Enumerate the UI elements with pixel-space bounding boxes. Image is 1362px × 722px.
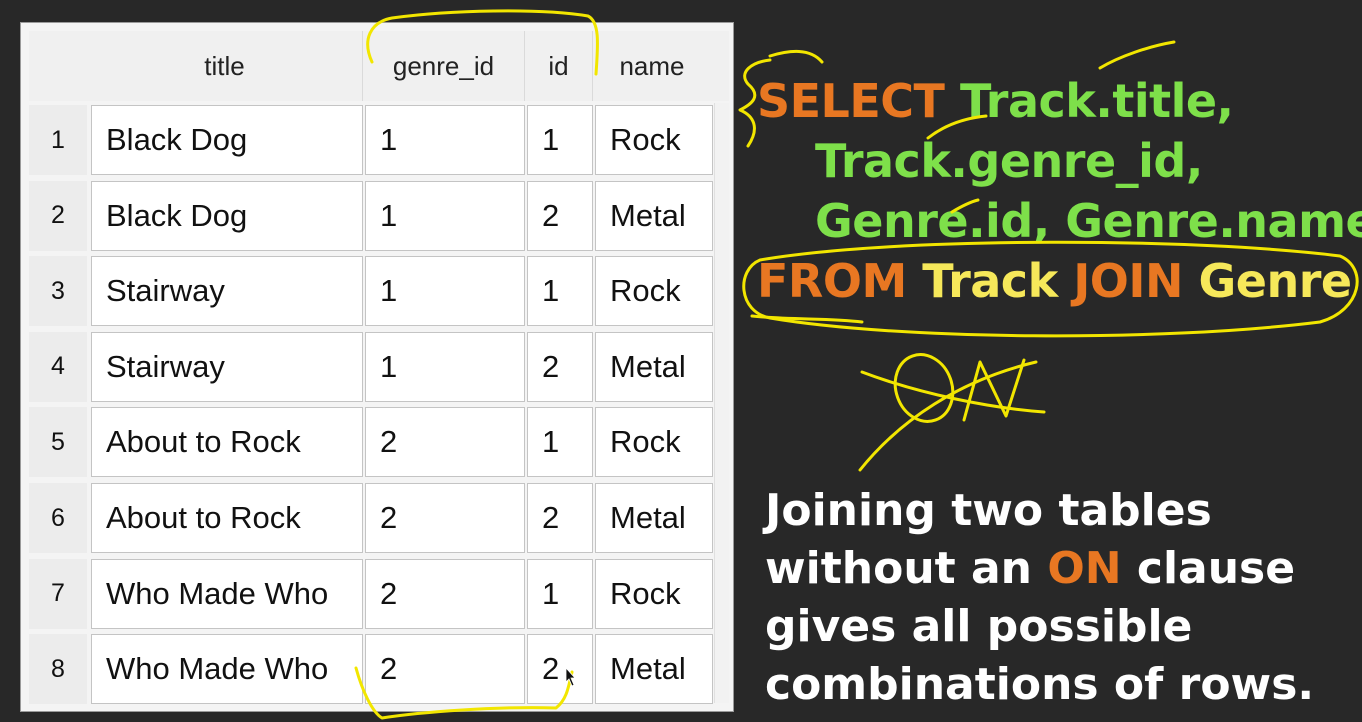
column-header-title[interactable]: title xyxy=(87,31,363,101)
cell-name[interactable]: Metal xyxy=(595,180,713,251)
sql-field-genre-id-name: Genre.id, Genre.name xyxy=(815,194,1362,248)
cell-title[interactable]: Stairway xyxy=(91,256,363,327)
column-header-genre-id[interactable]: genre_id xyxy=(363,31,525,101)
row-number: 8 xyxy=(29,634,87,705)
cell-genre-id[interactable]: 1 xyxy=(365,256,525,327)
cell-genre-id[interactable]: 2 xyxy=(365,634,525,705)
row-number: 3 xyxy=(29,256,87,327)
cell-genre-id[interactable]: 2 xyxy=(365,558,525,629)
sql-select-line: SELECT Track.title, xyxy=(757,74,1234,128)
sql-field-track-title: Track.title, xyxy=(959,74,1234,128)
cell-id[interactable]: 2 xyxy=(527,634,593,705)
cell-name[interactable]: Metal xyxy=(595,331,713,402)
cell-id[interactable]: 1 xyxy=(527,407,593,478)
cell-genre-id[interactable]: 2 xyxy=(365,407,525,478)
sql-keyword-from: FROM xyxy=(757,254,907,308)
cell-genre-id[interactable]: 1 xyxy=(365,331,525,402)
cell-genre-id[interactable]: 2 xyxy=(365,483,525,553)
cell-name[interactable]: Rock xyxy=(595,407,713,478)
row-number: 5 xyxy=(29,407,87,478)
sql-field-track-genre-id: Track.genre_id, xyxy=(815,134,1203,188)
cell-id[interactable]: 1 xyxy=(527,105,593,175)
annotation-crossed-on xyxy=(858,353,1046,472)
row-number: 7 xyxy=(29,558,87,629)
cell-name[interactable]: Rock xyxy=(595,256,713,327)
row-number-header xyxy=(29,31,87,101)
cell-title[interactable]: Black Dog xyxy=(91,180,363,251)
cell-genre-id[interactable]: 1 xyxy=(365,105,525,175)
explanation-part2: clause gives all possible combinations o… xyxy=(765,543,1315,710)
sql-from-line: FROM Track JOIN Genre xyxy=(757,254,1352,308)
cell-title[interactable]: Black Dog xyxy=(91,105,363,175)
sql-keyword-select: SELECT xyxy=(757,74,945,128)
cell-title[interactable]: About to Rock xyxy=(91,407,363,478)
row-number: 2 xyxy=(29,180,87,251)
explanation-part1: Joining two tables without an xyxy=(765,485,1212,594)
cell-title[interactable]: Who Made Who xyxy=(91,558,363,629)
cell-id[interactable]: 2 xyxy=(527,180,593,251)
explanation-on-keyword: ON xyxy=(1047,543,1122,594)
row-number: 6 xyxy=(29,483,87,553)
cell-id[interactable]: 1 xyxy=(527,256,593,327)
explanation-text: Joining two tables without an ON clause … xyxy=(765,482,1355,714)
cell-id[interactable]: 1 xyxy=(527,558,593,629)
cell-genre-id[interactable]: 1 xyxy=(365,180,525,251)
sql-keyword-join: JOIN xyxy=(1073,254,1184,308)
cell-name[interactable]: Rock xyxy=(595,105,713,175)
sql-table-track: Track xyxy=(922,254,1058,308)
sql-table-genre: Genre xyxy=(1198,254,1353,308)
cell-name[interactable]: Metal xyxy=(595,483,713,553)
cell-id[interactable]: 2 xyxy=(527,483,593,553)
table-header-row: title genre_id id name xyxy=(29,31,729,101)
cell-title[interactable]: Who Made Who xyxy=(91,634,363,705)
cell-id[interactable]: 2 xyxy=(527,331,593,402)
cell-name[interactable]: Metal xyxy=(595,634,713,705)
row-number: 4 xyxy=(29,331,87,402)
cell-title[interactable]: About to Rock xyxy=(91,483,363,553)
annotation-tick-mark xyxy=(1098,40,1176,70)
vertical-scrollbar[interactable] xyxy=(714,103,729,703)
column-header-id[interactable]: id xyxy=(525,31,593,101)
cell-name[interactable]: Rock xyxy=(595,558,713,629)
column-header-name[interactable]: name xyxy=(619,50,685,81)
row-number: 1 xyxy=(29,105,87,175)
cell-title[interactable]: Stairway xyxy=(91,331,363,402)
